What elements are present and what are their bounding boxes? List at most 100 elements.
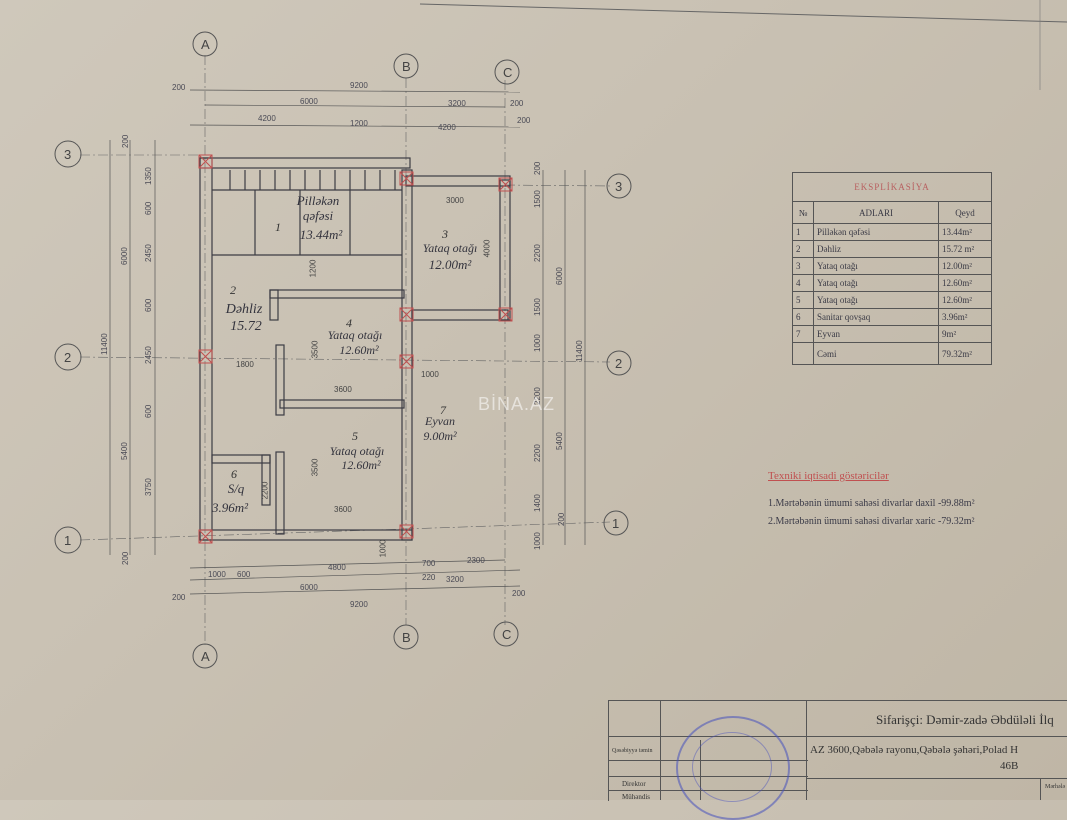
axis-markers: A B C A B C 3 2 1 3 2 1	[54, 31, 632, 669]
room-name: Yataq otağı	[422, 241, 478, 255]
dimension-texts: 200 9200 6000 3200 200 4200 1200 4200 20…	[100, 81, 584, 609]
cell-value: 12.60m²	[938, 274, 992, 292]
dim-text: 200	[121, 134, 130, 148]
dim-text: 4000	[482, 239, 492, 258]
dim-text: 2450	[144, 244, 153, 262]
dim-text: 6000	[300, 97, 318, 106]
dim-text: 3200	[446, 575, 464, 584]
axis-bubble-b-bottom	[393, 624, 419, 650]
address-text-2: 46B	[1000, 760, 1019, 772]
dim-text: 200	[512, 589, 526, 598]
dim-text: 9200	[350, 81, 368, 90]
dim-text: 2200	[533, 387, 542, 405]
axis-label: 3	[615, 179, 622, 194]
address-text: AZ 3600,Qəbələ rayonu,Qəbələ şəhəri,Pola…	[810, 744, 1019, 756]
axis-label: C	[502, 627, 511, 642]
dim-text: 1000	[208, 570, 226, 579]
cell-no: 1	[792, 223, 814, 241]
axis-label: 3	[64, 147, 71, 162]
axis-label: 2	[64, 350, 71, 365]
dim-text: 4800	[328, 563, 346, 572]
client-text: Sifarişçi: Dəmir-zadə Əbdüləli İlq	[876, 712, 1054, 727]
cell-value: 3.96m²	[938, 308, 992, 326]
divider	[806, 778, 1067, 779]
table-title: EKSPLİKASİYA	[792, 172, 992, 202]
dim-text: 200	[121, 551, 130, 565]
room-name: Pilləkən qəfəsi	[296, 193, 340, 223]
room-area: 9.00m²	[423, 429, 457, 443]
cell-name: Sanitar qovşaq	[813, 308, 939, 326]
axis-bubble-3-left	[54, 140, 82, 168]
dim-text: 1500	[533, 298, 542, 316]
axis-bubble-1-right	[603, 510, 629, 536]
dim-text: 9200	[350, 600, 368, 609]
axis-bubble-1-left	[54, 526, 82, 554]
room-name: S/q	[227, 481, 245, 496]
axis-bubble-c-bottom	[493, 621, 519, 647]
room-area: 3.96m²	[211, 500, 249, 515]
dim-text: 1350	[144, 167, 153, 185]
dim-text: 6000	[300, 583, 318, 592]
columns	[198, 154, 513, 544]
axis-label: 2	[615, 356, 622, 371]
dim-text: 3500	[310, 340, 320, 359]
room-name: Eyvan	[425, 414, 455, 428]
dim-text: 600	[144, 298, 153, 312]
cell-name: Pilləkən qəfəsi	[813, 223, 939, 241]
dim-text: 6000	[120, 247, 129, 265]
cell-value: 13.44m²	[938, 223, 992, 241]
axis-label: C	[503, 65, 512, 80]
dim-text: 11400	[100, 333, 109, 355]
cell-no: 6	[792, 308, 814, 326]
cell-name: Dəhliz	[813, 240, 939, 258]
room-area: 12.60m²	[341, 458, 381, 472]
dim-text: 5400	[555, 432, 564, 450]
cell-value: 9m²	[938, 325, 992, 343]
cell-name: Eyvan	[813, 325, 939, 343]
divider	[1040, 778, 1041, 800]
room-area: 13.44m²	[299, 227, 343, 242]
role-label: Direktor	[622, 780, 646, 788]
room-number: 7	[440, 403, 446, 417]
cell-no: 2	[792, 240, 814, 258]
dim-text: 200	[172, 593, 186, 602]
dim-text: 200	[517, 116, 531, 125]
dim-text: 1000	[378, 539, 388, 558]
watermark: BİNA.AZ	[478, 394, 556, 414]
axis-bubble-a-bottom	[192, 643, 218, 669]
divider	[806, 700, 807, 800]
dim-text: 3200	[448, 99, 466, 108]
dim-text: 200	[172, 83, 186, 92]
dim-text: 1000	[421, 370, 439, 379]
dim-text: 3750	[144, 478, 153, 496]
room-number: 5	[352, 429, 358, 443]
dim-text: 1500	[533, 190, 542, 208]
title-block	[608, 700, 1067, 801]
cell-name: Yataq otağı	[813, 257, 939, 275]
axis-bubble-c-top	[494, 59, 520, 85]
axis-label: A	[201, 37, 210, 52]
dim-text: 600	[144, 201, 153, 215]
walls	[199, 157, 511, 541]
role-label: Mühəndis	[622, 793, 650, 801]
dim-text: 1200	[308, 259, 318, 278]
cell-no: 7	[792, 325, 814, 343]
axis-label: A	[201, 649, 210, 664]
cell-no	[792, 342, 814, 365]
dim-text: 3000	[446, 196, 464, 205]
column-header: Qeyd	[938, 201, 992, 224]
dim-text: 2200	[533, 244, 542, 262]
dim-text: 4200	[258, 114, 276, 123]
dim-text: 6000	[555, 267, 564, 285]
cell-name: Cəmi	[813, 342, 939, 365]
dim-text: 3600	[334, 505, 352, 514]
axis-bubble-a-top	[192, 31, 218, 57]
room-number: 1	[275, 220, 281, 234]
cell-no: 4	[792, 274, 814, 292]
dim-text: 3500	[310, 458, 320, 477]
